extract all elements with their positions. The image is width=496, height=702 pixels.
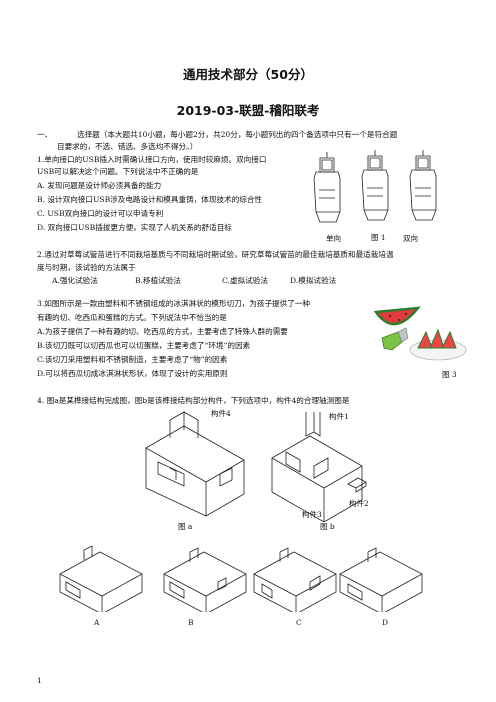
q1-stem-line1: 1.单向接口的USB插入时需确认接口方向，使用时较麻烦。双向接口 — [37, 155, 267, 164]
q4-option-b-label: B — [188, 618, 194, 627]
q2-stem-line1: 2.通过对草莓试管苗进行不同栽培基质与不同栽培时期试验，研究草莓试管苗的最佳栽培… — [37, 250, 394, 259]
q1-stem-line2: USB可以解决这个问题。下列说法中不正确的是 — [37, 167, 199, 176]
q3-option-d: D.可以将西瓜切成冰淇淋状形状，体现了设计的实用原则 — [37, 369, 228, 378]
page-subtitle: 2019-03-联盟-稽阳联考 — [176, 103, 320, 118]
q4-option-a-label: A — [94, 618, 100, 627]
q4-option-a-figure — [59, 545, 143, 612]
q2-option-a: A.强化试验法 — [52, 276, 98, 285]
q1-option-b: B. 设计双向接口USB涉及电路设计和模具重铸，体现技术的综合性 — [37, 195, 263, 204]
q4-option-d-label: D — [382, 618, 389, 627]
label-part-4: 构件4 — [211, 409, 231, 418]
q4-option-b-figure — [163, 547, 247, 612]
q2-stem-line2: 度与时期，该试验的方法属于 — [37, 263, 136, 272]
q1-option-a: A. 发现问题是设计师必须具备的能力 — [37, 181, 162, 190]
q3-option-b: B.该切刀既可以切西瓜也可以切蛋糕，主要考虑了“环境”的因素 — [37, 341, 251, 350]
figure-b-joint-parts — [271, 412, 367, 522]
fig1-label-single: 单向 — [326, 234, 341, 243]
q3-option-a: A.为孩子提供了一种有趣的切、吃西瓜的方式，主要考虑了特殊人群的需要 — [37, 327, 288, 336]
fig1-caption: 图 1 — [371, 233, 386, 242]
q2-option-d: D.模拟试验法 — [290, 276, 337, 285]
q1-option-c: C. USB双向接口的设计可以申请专利 — [37, 209, 164, 218]
page-number: 1 — [37, 676, 42, 685]
fig-a-caption: 图 a — [178, 522, 193, 531]
q4-stem: 4. 图a是某榫接结构完成图，图b是该榫接结构部分构件，下列选项中，构件4的合理… — [37, 396, 350, 405]
section-number: 一、 — [37, 130, 53, 139]
figure-3-watermelon-cutter — [373, 306, 467, 361]
q4-option-c-label: C — [296, 618, 302, 627]
label-part-3: 构件3 — [302, 510, 322, 519]
q3-option-c: C.该切刀采用塑料和不锈钢制造，主要考虑了“物”的因素 — [37, 355, 228, 364]
fig-b-caption: 图 b — [320, 522, 335, 531]
q4-option-d-figure — [339, 547, 423, 612]
q1-option-d: D. 双向接口USB插拔更方便，实现了人机关系的舒适目标 — [37, 223, 232, 232]
figure-1-usb-plugs — [313, 150, 437, 223]
figure-a-joint-assembly — [145, 411, 245, 517]
q2-option-b: B.移植试验法 — [135, 276, 181, 285]
q3-stem-line1: 3.如图所示是一款由塑料和不锈钢组成的冰淇淋状的模形切刀，为孩子提供了一种 — [37, 299, 311, 308]
q2-option-c: C.虚拟试验法 — [222, 276, 268, 285]
section-heading-line2: 目要求的，不选、错选、多选均不得分。） — [57, 142, 198, 151]
label-part-2: 构件2 — [349, 499, 369, 508]
page-title: 通用技术部分（50分） — [183, 67, 313, 82]
label-part-1: 构件1 — [329, 412, 349, 421]
fig3-caption: 图 3 — [442, 370, 457, 379]
q3-stem-line2: 有趣的切、吃西瓜和蛋糕的方式。下列说法中不恰当的是 — [37, 313, 227, 322]
q4-option-c-figure — [253, 547, 337, 612]
section-heading-line1: 选择题（本大题共10小题，每小题2分，共20分，每小题列出的四个备选项中只有一个… — [77, 130, 398, 139]
fig1-label-double: 双向 — [403, 234, 418, 243]
